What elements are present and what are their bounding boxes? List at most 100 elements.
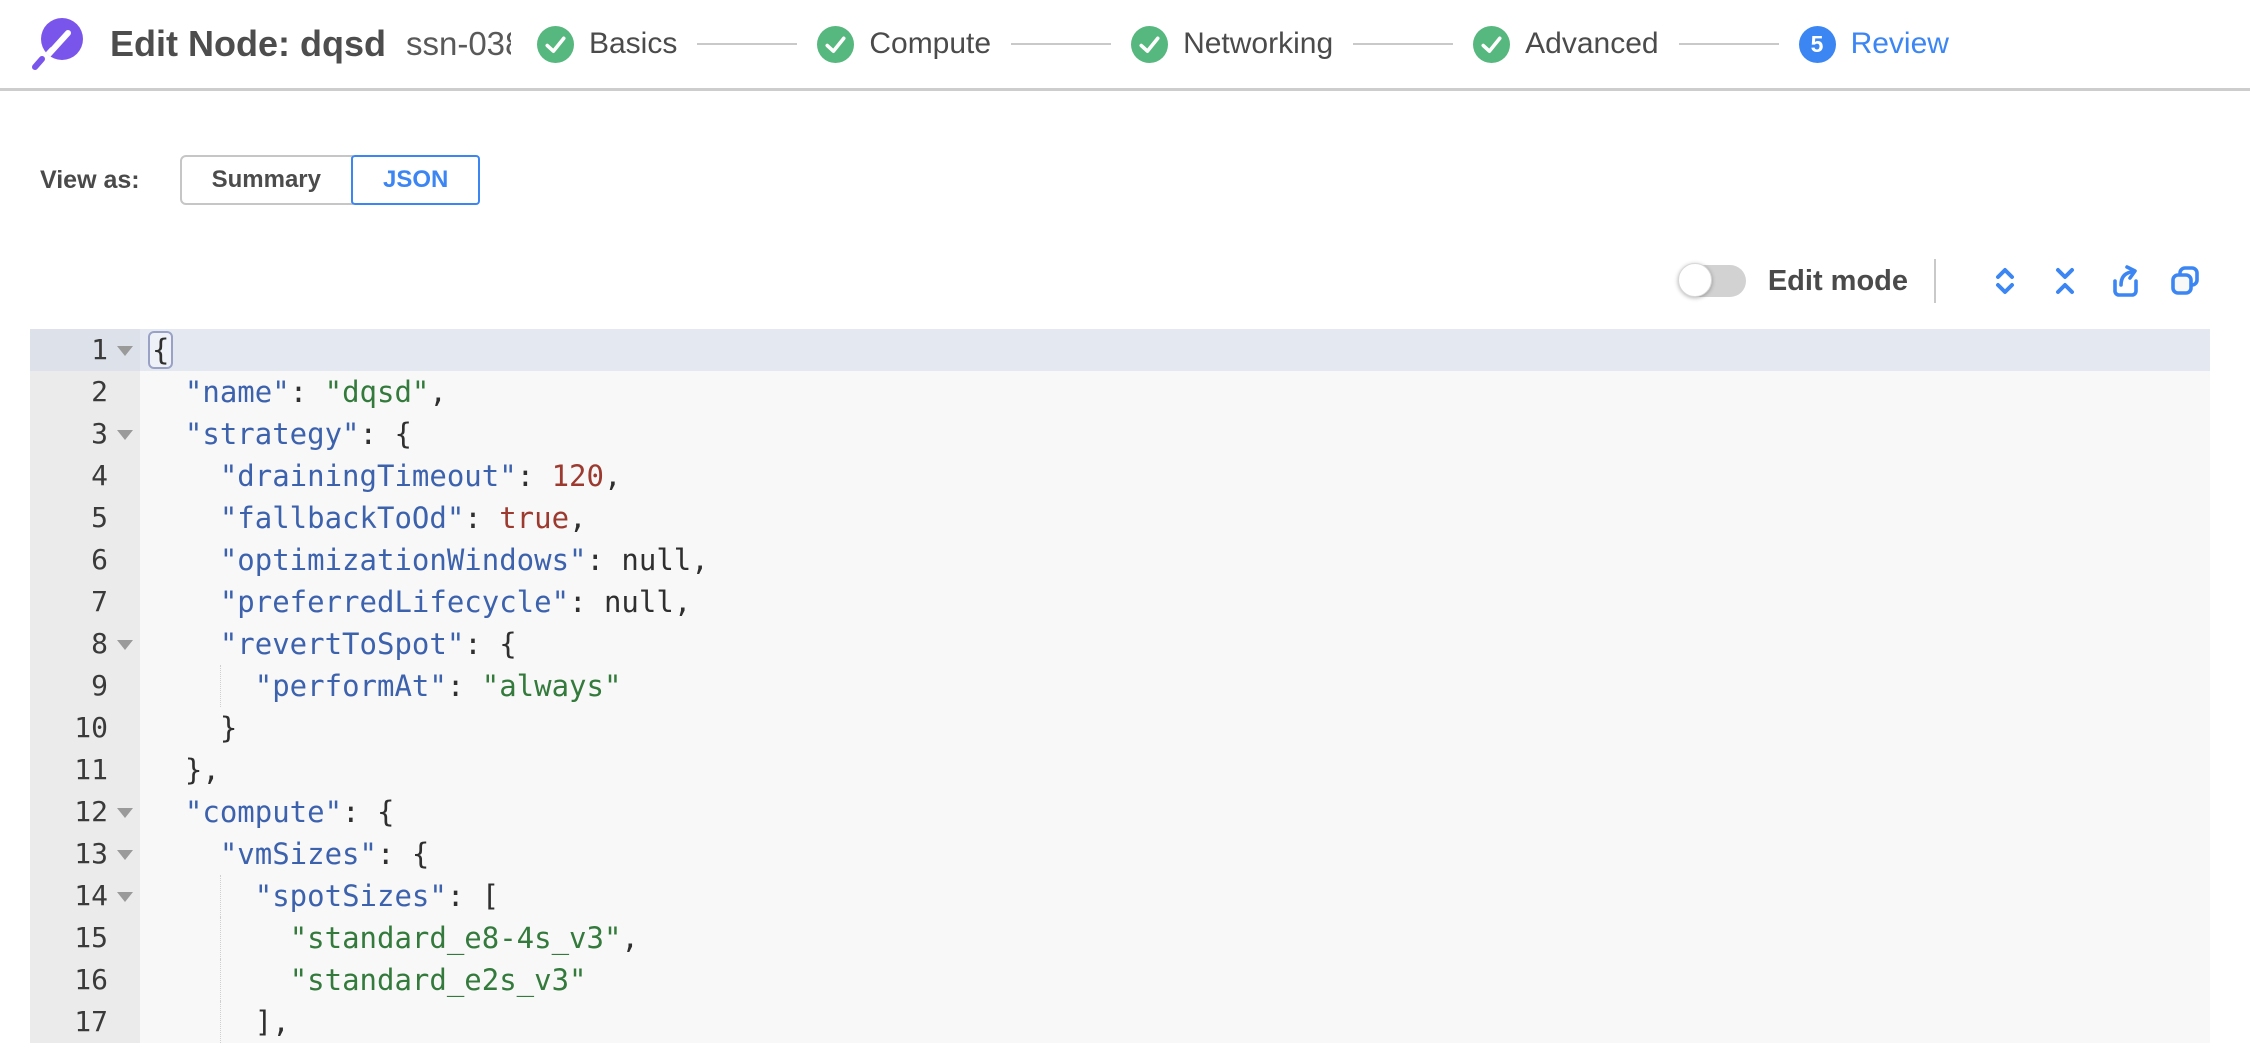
token-key: "strategy"	[184, 417, 360, 451]
line-number: 3	[30, 413, 140, 455]
collapse-all-icon[interactable]	[2046, 262, 2084, 300]
token-key: "performAt"	[254, 669, 447, 703]
token-punct: ,	[569, 501, 587, 535]
code-line-4[interactable]: 4 "drainingTimeout": 120,	[30, 455, 2210, 497]
fold-toggle-icon[interactable]	[117, 640, 133, 650]
view-as-toggle: Summary JSON	[179, 155, 481, 205]
step-basics[interactable]: Basics	[536, 25, 677, 63]
summary-tab[interactable]: Summary	[179, 155, 353, 205]
token-punct: :	[569, 585, 604, 619]
token-punct: ,	[603, 459, 622, 493]
export-icon[interactable]	[2106, 262, 2144, 300]
fold-toggle-icon[interactable]	[117, 892, 133, 902]
page-title: Edit Node: dqsd	[110, 23, 386, 64]
indent-guide	[219, 959, 221, 1001]
line-number: 10	[30, 707, 140, 749]
json-tab[interactable]: JSON	[351, 155, 481, 205]
indent-guide	[219, 1001, 221, 1043]
code-line-10[interactable]: 10 }	[30, 707, 2210, 749]
token-punct: :	[446, 669, 482, 703]
code-line-14[interactable]: 14 "spotSizes": [	[30, 875, 2210, 917]
step-completed-check-icon	[1473, 25, 1511, 63]
step-connector	[1011, 43, 1112, 45]
line-number: 2	[30, 371, 140, 413]
token-punct: ],	[254, 1005, 290, 1039]
code-line-7[interactable]: 7 "preferredLifecycle": null,	[30, 581, 2210, 623]
token-key: "vmSizes"	[219, 837, 377, 871]
step-review[interactable]: 5 Review	[1798, 25, 1949, 63]
step-number-badge: 5	[1798, 25, 1836, 63]
code-line-9[interactable]: 9 "performAt": "always"	[30, 665, 2210, 707]
step-label: Networking	[1183, 27, 1334, 60]
code-text: }	[140, 707, 2210, 749]
token-ws	[150, 417, 185, 451]
code-line-12[interactable]: 12 "compute": {	[30, 791, 2210, 833]
code-line-3[interactable]: 3 "strategy": {	[30, 413, 2210, 455]
edit-mode-toggle[interactable]	[1677, 263, 1746, 297]
code-line-13[interactable]: 13 "vmSizes": {	[30, 833, 2210, 875]
step-compute[interactable]: Compute	[817, 25, 991, 63]
token-str: "always"	[481, 669, 622, 703]
code-line-2[interactable]: 2 "name": "dqsd",	[30, 371, 2210, 413]
step-networking[interactable]: Networking	[1131, 25, 1334, 63]
line-number: 14	[30, 875, 140, 917]
expand-all-icon[interactable]	[1986, 262, 2024, 300]
step-connector	[1678, 43, 1779, 45]
code-line-8[interactable]: 8 "revertToSpot": {	[30, 623, 2210, 665]
code-line-1[interactable]: 1{	[30, 329, 2210, 371]
token-key: "drainingTimeout"	[219, 459, 517, 493]
token-key: "fallbackToOd"	[219, 501, 465, 535]
code-text: {	[140, 329, 2210, 371]
token-key: "spotSizes"	[254, 879, 447, 913]
fold-toggle-icon[interactable]	[117, 346, 133, 356]
token-null: null	[603, 585, 674, 619]
token-ws	[150, 585, 220, 619]
step-label: Review	[1850, 27, 1949, 60]
token-bool: true	[499, 501, 570, 535]
code-text: "fallbackToOd": true,	[140, 497, 2210, 539]
token-punct: :	[516, 459, 552, 493]
line-number: 1	[30, 329, 140, 371]
token-ws	[150, 669, 255, 703]
code-line-11[interactable]: 11 },	[30, 749, 2210, 791]
code-text: "vmSizes": {	[140, 833, 2210, 875]
code-text: "drainingTimeout": 120,	[140, 455, 2210, 497]
code-text: "standard_e8-4s_v3",	[140, 917, 2210, 959]
step-connector	[1353, 43, 1454, 45]
token-ws	[150, 627, 220, 661]
token-punct: : {	[359, 417, 412, 451]
wizard-steps: Basics Compute Networking Advanced 5 Review	[536, 25, 2210, 63]
line-number: 5	[30, 497, 140, 539]
node-id: ssn-038	[405, 25, 511, 62]
token-punct: : {	[376, 837, 430, 871]
token-ws	[150, 375, 185, 409]
token-key: "compute"	[184, 795, 343, 829]
token-ws	[150, 459, 220, 493]
code-line-5[interactable]: 5 "fallbackToOd": true,	[30, 497, 2210, 539]
indent-guide	[219, 917, 221, 959]
code-line-17[interactable]: 17 ],	[30, 1001, 2210, 1043]
code-line-16[interactable]: 16 "standard_e2s_v3"	[30, 959, 2210, 1001]
token-punct: : {	[342, 795, 395, 829]
line-number: 8	[30, 623, 140, 665]
json-editor[interactable]: 1{2 "name": "dqsd",3 "strategy": {4 "dra…	[30, 329, 2210, 1043]
line-number: 16	[30, 959, 140, 1001]
code-line-6[interactable]: 6 "optimizationWindows": null,	[30, 539, 2210, 581]
code-text: "spotSizes": [	[140, 875, 2210, 917]
code-text: "standard_e2s_v3"	[140, 959, 2210, 1001]
code-text: "strategy": {	[140, 413, 2210, 455]
code-text: "compute": {	[140, 791, 2210, 833]
editor-toolbar: Edit mode	[0, 259, 2250, 303]
fold-toggle-icon[interactable]	[117, 850, 133, 860]
fold-toggle-icon[interactable]	[117, 808, 133, 818]
code-line-15[interactable]: 15 "standard_e8-4s_v3",	[30, 917, 2210, 959]
step-advanced[interactable]: Advanced	[1473, 25, 1659, 63]
token-ws	[150, 543, 220, 577]
indent-guide	[219, 665, 221, 707]
token-key: "revertToSpot"	[219, 627, 465, 661]
code-text: "optimizationWindows": null,	[140, 539, 2210, 581]
fold-toggle-icon[interactable]	[117, 430, 133, 440]
token-null: null	[621, 543, 692, 577]
copy-icon[interactable]	[2166, 262, 2204, 300]
